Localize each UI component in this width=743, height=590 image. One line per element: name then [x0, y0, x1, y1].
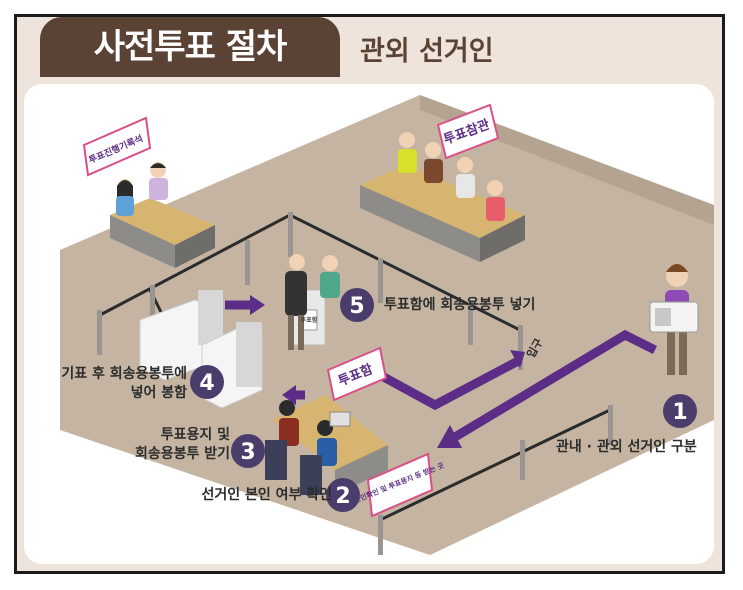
sign-id-check	[366, 452, 434, 518]
step-number-5: 5	[349, 294, 364, 319]
record-desk-group	[110, 162, 215, 268]
step-label-2: 선거인 본인 여부 확인	[201, 487, 332, 503]
path-arrows	[225, 300, 658, 444]
ballot-box-label: 투표함	[301, 316, 318, 324]
sign-ballot-box	[326, 346, 388, 402]
step-number-4: 4	[199, 371, 214, 396]
arrow-heads	[250, 295, 525, 448]
step-circle-4: 4	[190, 365, 224, 399]
sign-observers	[436, 103, 500, 160]
step-circle-2: 2	[326, 478, 360, 512]
barrier-posts	[97, 212, 613, 555]
step-number-3: 3	[240, 440, 255, 465]
record-desk	[110, 198, 215, 245]
observers-table	[360, 165, 525, 238]
step-number-1: 1	[672, 400, 687, 425]
step-label-5: 투표함에 회송용봉투 넣기	[384, 297, 536, 313]
sign-record-desk	[82, 116, 152, 177]
title-tab	[40, 17, 340, 77]
step-circle-3: 3	[231, 434, 265, 468]
step-label-4: 기표 후 회송용봉투에 넣어 봉함	[61, 366, 187, 401]
step-circle-1: 1	[663, 394, 697, 428]
observers-group	[360, 132, 525, 262]
voter-figure	[649, 264, 699, 375]
step-label-3: 투표용지 및 회송용봉투 받기	[134, 427, 230, 462]
step-label-1: 관내 · 관외 선거인 구분	[556, 439, 697, 455]
page-title: 사전투표 절차	[93, 27, 288, 67]
ballot-box-area	[285, 254, 340, 350]
step-number-2: 2	[335, 484, 350, 509]
page-subtitle: 관외 선거인	[360, 36, 494, 67]
step-circle-5: 5	[340, 288, 374, 322]
